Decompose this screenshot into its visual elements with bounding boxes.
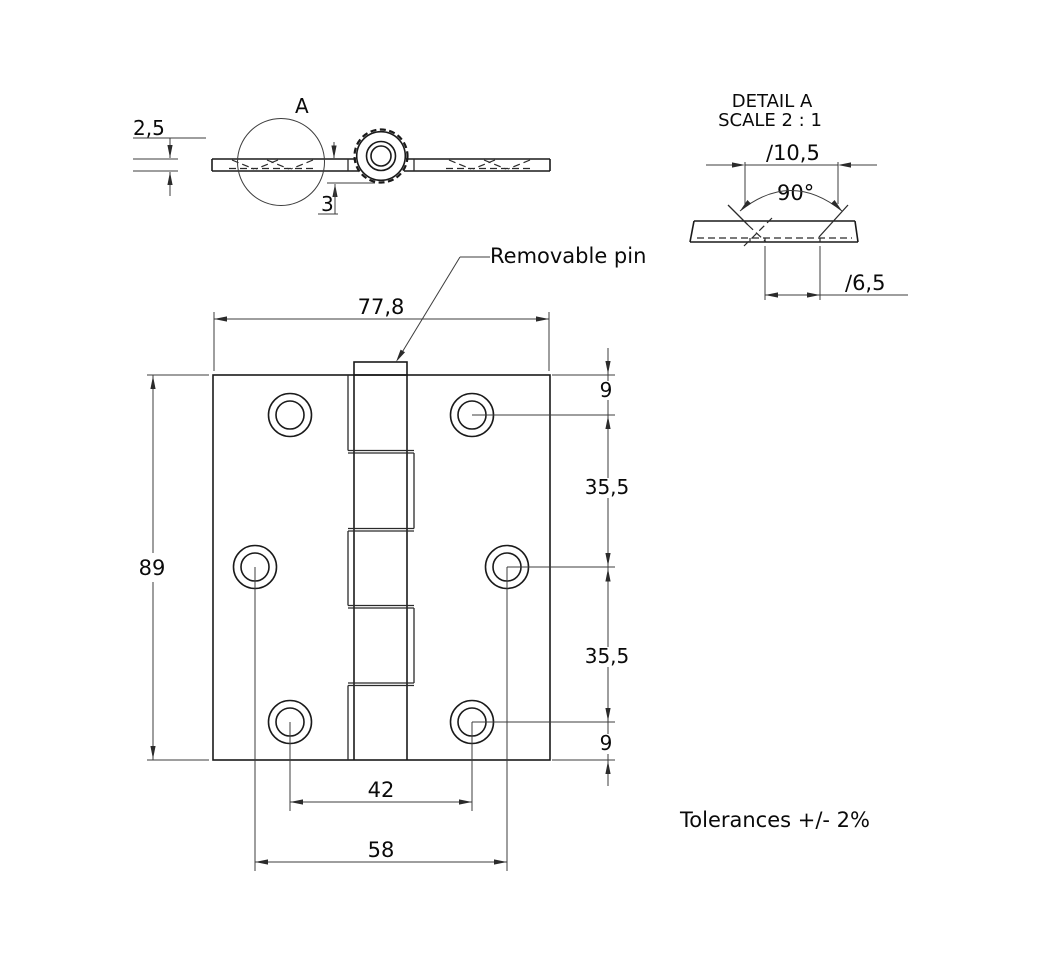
detail-circle-label: A: [295, 94, 309, 118]
dim-inner-hole-spacing: 42: [289, 722, 473, 811]
detail-title: DETAIL A: [732, 91, 813, 112]
side-view-countersink-hidden-lines: [229, 159, 533, 170]
removable-pin-tab: [353, 361, 408, 376]
dim-vertical-chain: 9 35,5 35,5 9: [472, 348, 629, 786]
dim-countersink-diameter-text: ∕10,5: [766, 141, 820, 165]
pin-callout: Removable pin: [396, 244, 646, 362]
dim-thickness-2-5: 2,5: [133, 116, 206, 196]
dim-knuckle-offset-3: 3: [318, 142, 375, 216]
side-view: A 2,5 3: [133, 94, 551, 216]
dim-overall-width-text: 77,8: [358, 295, 405, 319]
dim-overall-height: 89: [139, 374, 209, 761]
front-view: Removable pin 77,8 89: [139, 244, 646, 871]
dim-outer-hole-spacing-text: 58: [368, 838, 395, 862]
dim-overall-width: 77,8: [213, 295, 550, 371]
dim-outer-hole-spacing: 58: [254, 567, 508, 871]
dim-lower-spacing-text: 35,5: [585, 644, 630, 668]
tolerances-note: Tolerances +/- 2%: [679, 808, 870, 832]
dim-upper-spacing-text: 35,5: [585, 475, 630, 499]
front-view-plate: [212, 361, 551, 761]
dim-top-offset-text: 9: [600, 378, 613, 402]
dim-thickness-text: 2,5: [133, 116, 165, 140]
pin-callout-text: Removable pin: [490, 244, 646, 268]
dim-hole-diameter: ∕6,5: [764, 246, 908, 300]
dim-bottom-offset-text: 9: [600, 731, 613, 755]
detail-view: DETAIL A SCALE 2 : 1 ∕10,5: [689, 91, 908, 300]
dim-inner-hole-spacing-text: 42: [368, 778, 395, 802]
detail-scale: SCALE 2 : 1: [718, 110, 822, 131]
dim-overall-height-text: 89: [139, 556, 166, 580]
dim-knuckle-offset-text: 3: [321, 192, 334, 216]
detail-section-body: [689, 204, 859, 247]
hole-top-left: [267, 392, 313, 438]
dim-countersink-diameter: ∕10,5: [706, 141, 877, 204]
side-view-leaf-edges: [211, 158, 551, 172]
dim-hole-diameter-text: ∕6,5: [845, 271, 885, 295]
detail-circle-a: A: [237, 94, 325, 206]
side-view-knuckle-barrel: [353, 128, 409, 184]
dim-countersink-angle: 90°: [739, 181, 843, 212]
